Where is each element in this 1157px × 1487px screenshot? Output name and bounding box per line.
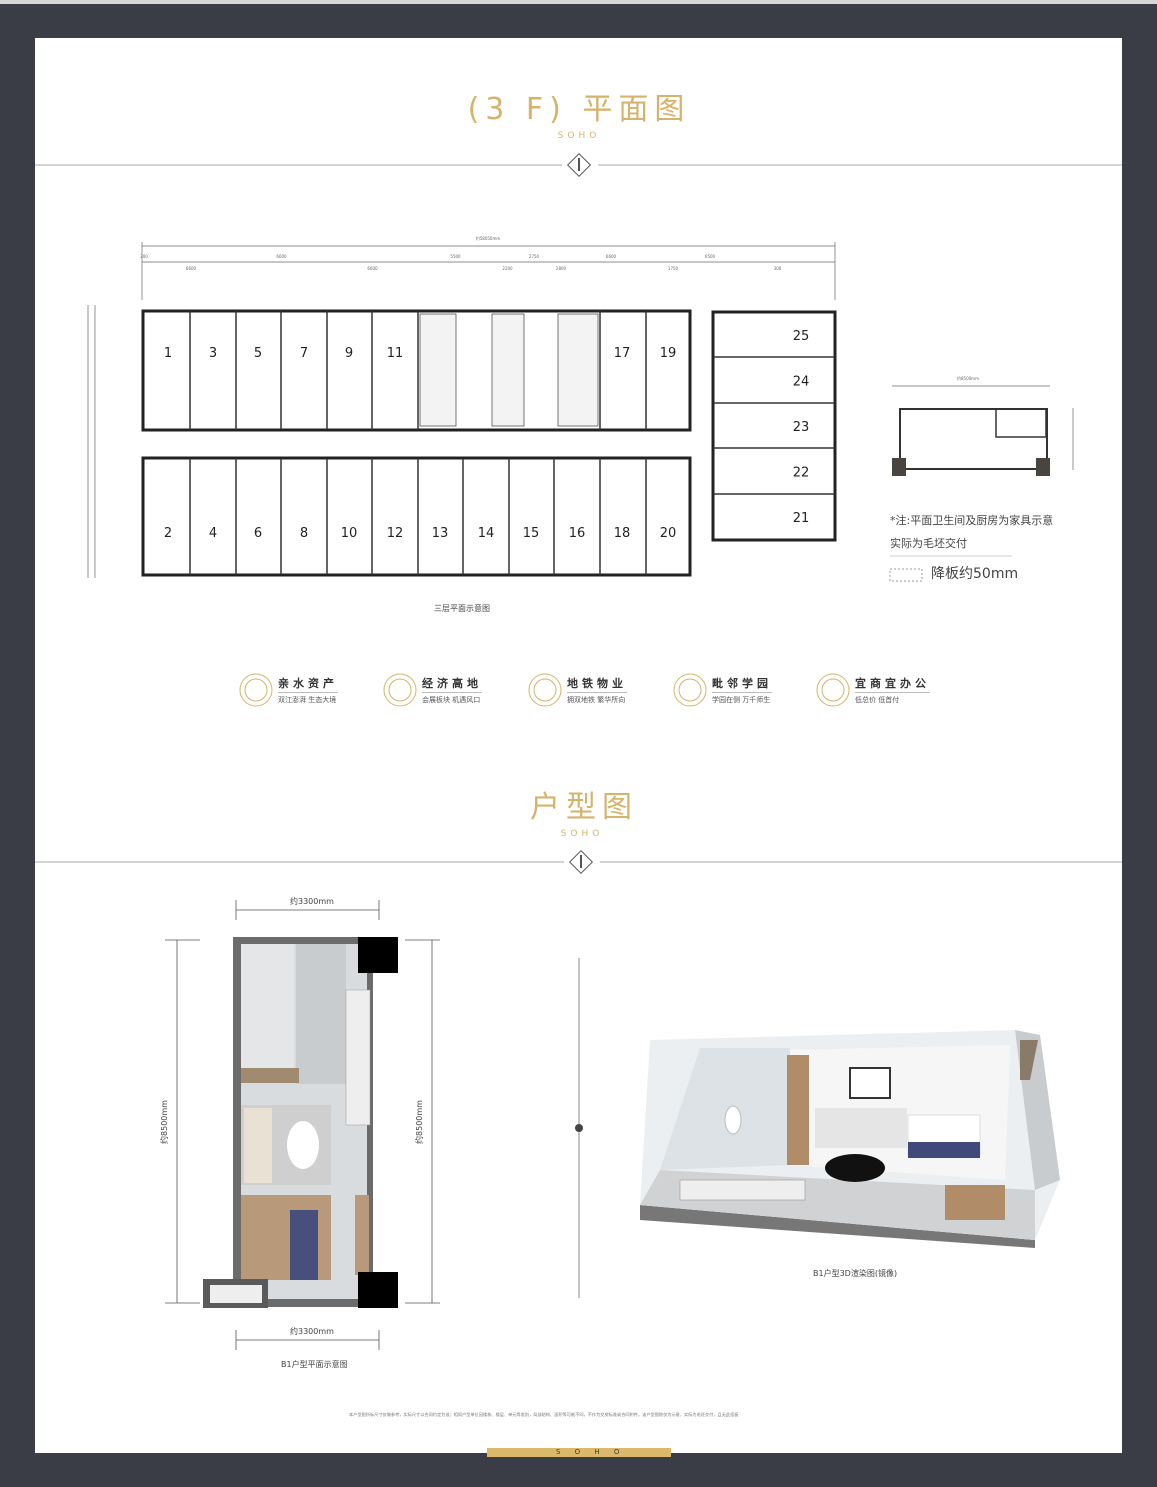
floor-plan: 300 6600 6600 6600 5500 2200 2750 2800 6600 1750 6… — [87, 235, 837, 578]
feature-title: 毗邻学园 — [712, 677, 772, 693]
feature-icon — [528, 673, 562, 707]
dimension-lines — [87, 242, 836, 578]
small-unit-plan — [889, 385, 1074, 582]
unit-number: 9 — [345, 346, 353, 361]
feature-item: 宜商宜办公低总价 低首付 — [855, 677, 930, 705]
unit-number: 13 — [432, 526, 449, 541]
note-line-1: *注:平面卫生间及厨房为家具示意 — [890, 514, 1054, 527]
feature-icon — [383, 673, 417, 707]
render-caption: B1户型3D渲染图(镜像) — [813, 1269, 898, 1278]
legend-label: 降板约50mm — [931, 566, 1019, 582]
unit-number: 4 — [209, 526, 217, 541]
unit-title: 户型图 — [530, 790, 638, 825]
unit-number: 5 — [254, 346, 262, 361]
unit-number: 3 — [209, 346, 217, 361]
feature-desc: 低总价 低首付 — [855, 696, 900, 704]
feature-item: 亲水资产双江澎湃 生态大境 — [278, 677, 338, 705]
dimension-label: 6600 — [186, 266, 197, 271]
feature-icon — [673, 673, 707, 707]
unit-number: 18 — [614, 526, 631, 541]
unit-number: 22 — [793, 466, 810, 481]
unit-number: 7 — [300, 346, 308, 361]
dimension-label: 300 — [140, 254, 148, 259]
render-3d-b1 — [640, 1030, 1060, 1248]
disclaimer: 本户型图所标尺寸仅做参考，实际尺寸以合同约定为准；相同户型单位因楼栋、楼层、单元… — [349, 1412, 739, 1417]
divider-bottom — [35, 849, 1122, 875]
feature-title: 亲水资产 — [278, 677, 338, 693]
unit-number: 10 — [341, 526, 358, 541]
dimension-label: 6600 — [367, 266, 378, 271]
divider-top — [35, 152, 1122, 178]
unit-number: 2 — [164, 526, 172, 541]
footer-bar — [487, 1448, 671, 1457]
unit-number: 21 — [793, 511, 810, 526]
unit-number: 24 — [793, 375, 810, 390]
floor-plan-subtitle: SOHO — [557, 131, 601, 141]
feature-icon — [816, 673, 850, 707]
feature-item: 地铁物业拥双地铁 繁华所向 — [567, 677, 627, 705]
unit-number: 17 — [614, 346, 631, 361]
dimension-label: 6500 — [705, 254, 716, 259]
note-line-2: 实际为毛坯交付 — [890, 537, 967, 550]
unit-number: 12 — [387, 526, 404, 541]
unit-number: 25 — [793, 329, 810, 344]
dimension-label: 300 — [774, 266, 782, 271]
feature-desc: 会展板块 机遇风口 — [422, 696, 481, 704]
unit-number: 14 — [478, 526, 495, 541]
feature-desc: 拥双地铁 繁华所向 — [567, 696, 626, 704]
unit-number: 16 — [569, 526, 586, 541]
unit-number: 19 — [660, 346, 677, 361]
dimension-label: 6600 — [606, 254, 617, 259]
feature-item: 经济高地会展板块 机遇风口 — [422, 677, 482, 705]
feature-title: 经济高地 — [422, 677, 482, 693]
unit-number: 1 — [164, 346, 172, 361]
plan-caption: B1户型平面示意图 — [281, 1360, 348, 1369]
unit-subtitle: SOHO — [560, 829, 604, 839]
dimension-label: 2200 — [502, 266, 513, 271]
unit-number: 23 — [793, 420, 810, 435]
width-bottom-label: 约3300mm — [290, 1327, 334, 1336]
height-right-label: 约8500mm — [415, 1100, 424, 1144]
unit-plan-b1 — [165, 900, 440, 1350]
unit-number: 8 — [300, 526, 308, 541]
footer-brand: S O H O — [556, 1448, 626, 1456]
height-left-label: 约8500mm — [160, 1100, 169, 1144]
feature-title: 宜商宜办公 — [855, 677, 930, 693]
dimension-label: 5500 — [450, 254, 461, 259]
unit-number: 15 — [523, 526, 540, 541]
feature-desc: 学园在侧 万千师生 — [712, 696, 771, 704]
top-strip — [0, 0, 1157, 4]
total-dimension: 约58050mm — [476, 235, 501, 241]
feature-icon — [239, 673, 273, 707]
unit-number: 6 — [254, 526, 262, 541]
floor-plan-caption: 三层平面示意图 — [434, 604, 490, 613]
feature-desc: 双江澎湃 生态大境 — [278, 696, 337, 704]
feature-title: 地铁物业 — [567, 677, 627, 693]
unit-number: 20 — [660, 526, 677, 541]
dimension-label: 6600 — [276, 254, 287, 259]
floor-plan-title: (3 F) 平面图 — [467, 92, 691, 127]
feature-item: 毗邻学园学园在侧 万千师生 — [712, 677, 772, 705]
dimension-label: 1750 — [668, 266, 679, 271]
width-top-label: 约3300mm — [290, 897, 334, 906]
unit-number: 11 — [387, 346, 404, 361]
dimension-label: 2750 — [529, 254, 540, 259]
center-divider — [575, 958, 583, 1298]
dimension-label: 2800 — [556, 266, 567, 271]
small-plan-dimension: 约8500mm — [957, 376, 979, 381]
